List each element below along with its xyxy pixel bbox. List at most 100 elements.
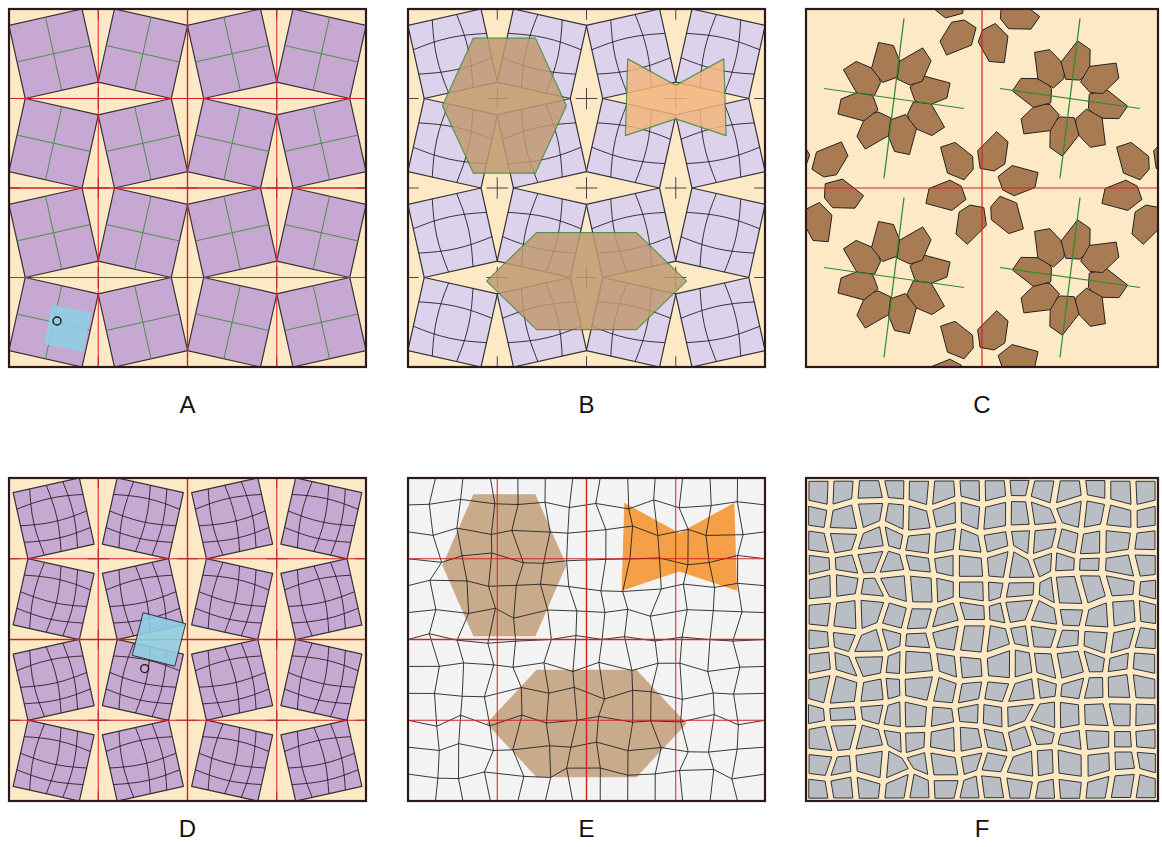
tile — [880, 551, 904, 572]
inner-grid — [195, 608, 261, 623]
gap-line — [586, 177, 587, 198]
rotated-square — [408, 188, 497, 278]
inner-grid — [106, 737, 172, 752]
tile — [886, 678, 900, 699]
inner-grid — [21, 753, 87, 768]
inner-grid — [611, 104, 627, 177]
tile — [982, 753, 1007, 772]
tile — [861, 600, 883, 628]
gap-line — [586, 88, 587, 109]
tile — [1086, 730, 1109, 749]
tile — [884, 730, 901, 752]
inner-grid — [199, 592, 265, 607]
gap-line — [754, 277, 765, 278]
tile — [885, 504, 903, 530]
tile — [809, 676, 830, 703]
tile — [886, 652, 900, 674]
inner-grid — [285, 46, 358, 62]
tile — [1037, 750, 1053, 776]
tile — [808, 705, 824, 724]
rotated-square — [277, 9, 366, 99]
rotated-square — [676, 277, 765, 367]
inner-grid — [203, 528, 269, 543]
guide-line — [408, 639, 765, 640]
tile — [906, 555, 930, 572]
pinwheel-petal — [1081, 242, 1119, 272]
tile — [1008, 704, 1034, 726]
guide-line — [9, 187, 366, 188]
panel-content — [9, 9, 366, 367]
tile — [857, 777, 880, 798]
inner-grid — [196, 135, 269, 151]
inner-grid — [17, 608, 83, 623]
pinwheel-petal — [924, 9, 963, 18]
guide-line — [675, 478, 676, 801]
gap-line — [675, 177, 676, 198]
tile — [855, 657, 883, 677]
inner-grid — [119, 731, 134, 797]
pattern-panel — [806, 478, 1158, 801]
origin-marker — [53, 317, 61, 325]
tile — [830, 676, 857, 703]
panel-content — [408, 9, 765, 367]
inner-grid — [208, 724, 223, 790]
tile — [1135, 555, 1155, 576]
panel-content — [408, 478, 765, 801]
tile — [858, 481, 882, 498]
inner-grid — [285, 225, 358, 241]
inner-grid — [208, 650, 223, 716]
pinwheel-petal — [1102, 180, 1142, 210]
pinwheel-petal — [978, 24, 1008, 63]
pinwheel-petal — [941, 321, 974, 358]
tile — [1115, 732, 1132, 747]
tile — [1008, 727, 1031, 751]
tile — [1136, 481, 1155, 504]
panel-letter: E — [557, 815, 617, 843]
inner-grid — [285, 575, 351, 590]
guide-line — [884, 198, 904, 358]
tile — [1137, 506, 1155, 527]
tile — [958, 704, 978, 723]
tile — [809, 779, 828, 798]
inner-grid — [285, 528, 351, 543]
panel-ground — [806, 478, 1158, 801]
guide-line — [1060, 19, 1080, 179]
tile — [1107, 505, 1131, 527]
panel-content — [9, 478, 366, 801]
tile — [809, 603, 830, 626]
tile — [830, 505, 856, 528]
inner-grid — [314, 485, 329, 551]
inner-grid — [106, 575, 172, 590]
tile — [906, 534, 930, 554]
tile — [960, 602, 985, 619]
panel-border — [408, 478, 765, 801]
tile — [883, 603, 907, 628]
tile — [1057, 481, 1082, 503]
tile — [830, 707, 856, 720]
guide-line — [1060, 198, 1080, 358]
inner-grid — [314, 728, 329, 794]
tile — [1084, 678, 1102, 699]
rotated-square — [9, 9, 98, 99]
inner-grid — [724, 283, 740, 356]
inner-grid — [119, 570, 134, 636]
inner-grid — [419, 302, 492, 318]
tile — [1084, 651, 1104, 672]
inner-grid — [110, 672, 176, 687]
inner-grid — [457, 288, 473, 361]
rotated-square — [9, 98, 98, 188]
gap-line — [586, 9, 587, 20]
inner-grid — [199, 753, 265, 768]
gap-line — [675, 9, 676, 20]
panel-letter: B — [557, 391, 617, 419]
inner-grid — [106, 689, 172, 704]
inner-grid — [687, 212, 760, 228]
pinwheel-petal — [1117, 142, 1150, 179]
tile — [984, 532, 1008, 552]
tile — [1012, 531, 1030, 554]
inner-grid — [297, 731, 312, 797]
inner-grid — [592, 212, 665, 228]
rotated-square — [192, 720, 273, 801]
pinwheel-petal — [812, 142, 848, 177]
